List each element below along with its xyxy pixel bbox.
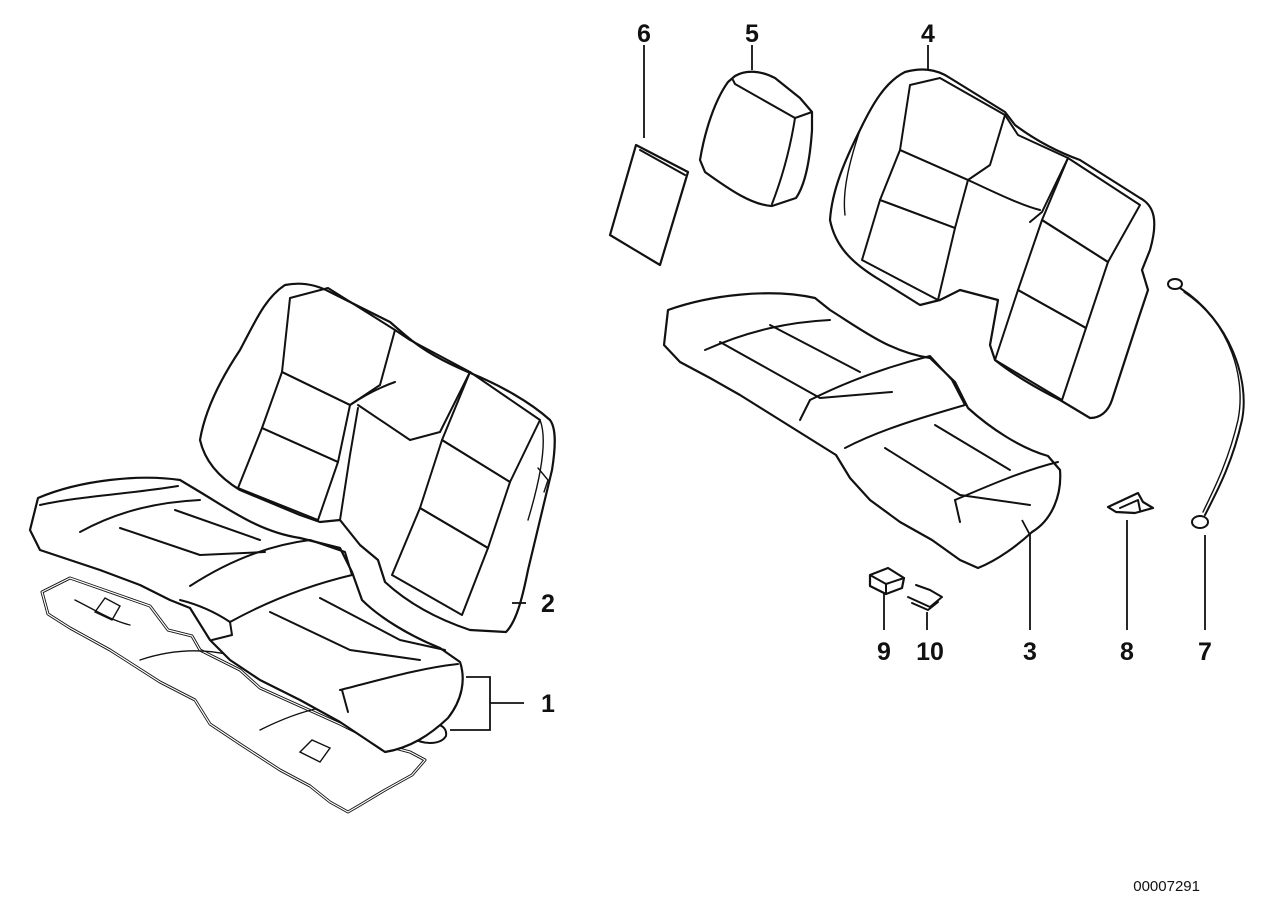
callout-3: 3 [1023,638,1037,666]
callout-9: 9 [877,638,891,666]
retaining-bracket [907,584,943,611]
callout-10: 10 [916,638,944,666]
padding-sheet [608,143,690,267]
backrest-cover [828,68,1156,420]
callout-4: 4 [921,20,935,48]
seat-cushion-cover [662,292,1062,570]
callout-8: 8 [1120,638,1134,666]
callout-7: 7 [1198,638,1212,666]
leader-lines [450,45,1206,731]
seat-cushion-left [28,476,464,754]
release-cable [1167,278,1245,529]
backrest-assembly-left [198,282,556,634]
diagram-reference-number: 00007291 [1133,878,1200,895]
callout-1: 1 [541,690,555,718]
callout-5: 5 [745,20,759,48]
callout-2: 2 [541,590,555,618]
latch-block [868,566,906,596]
callout-6: 6 [637,20,651,48]
headrest-pad [698,70,814,208]
clip [1106,491,1155,515]
